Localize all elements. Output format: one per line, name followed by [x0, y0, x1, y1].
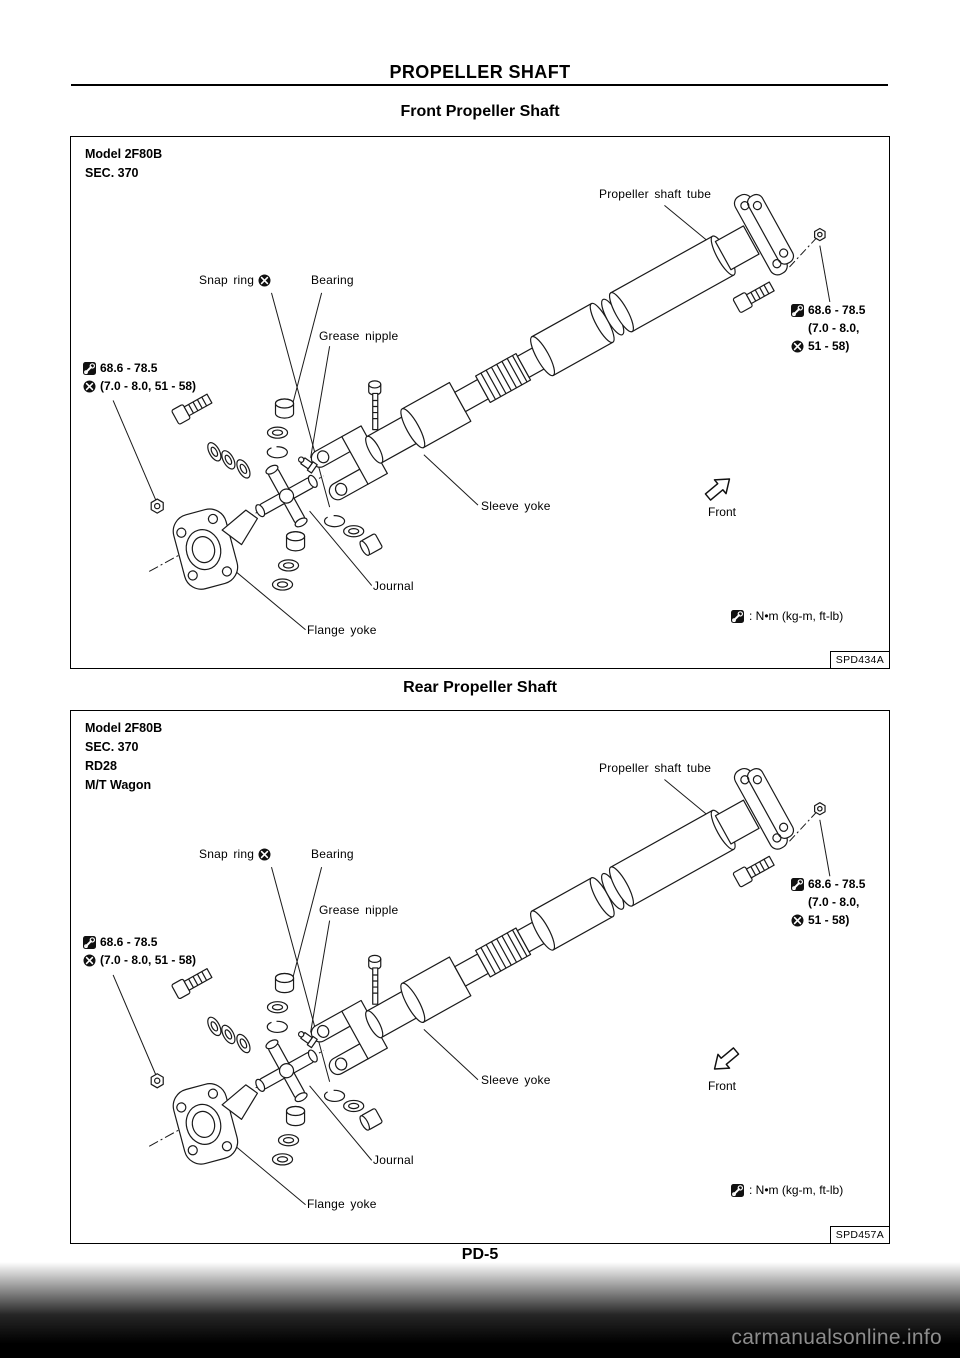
torque-row: 68.6 - 78.5	[83, 359, 196, 377]
torque-row: (7.0 - 8.0,	[791, 319, 865, 337]
non-reusable-icon	[83, 379, 96, 393]
model-line: Model 2F80B	[85, 721, 163, 735]
torque-spec-right: 68.6 - 78.5 (7.0 - 8.0, 51 - 58)	[791, 875, 865, 929]
torque-row: 68.6 - 78.5	[791, 875, 865, 893]
torque-spec-left: 68.6 - 78.5 (7.0 - 8.0, 51 - 58)	[83, 359, 196, 395]
torque-wrench-icon	[731, 609, 744, 623]
part-label-snap-ring: Snap ring	[199, 273, 272, 287]
torque-value: 68.6 - 78.5	[808, 877, 866, 891]
part-label-grease-nipple: Grease nipple	[319, 903, 399, 917]
model-line: RD28	[85, 759, 117, 773]
figure-code: SPD434A	[829, 651, 890, 669]
shaft-exploded-drawing	[112, 186, 831, 631]
torque-value: (7.0 - 8.0,	[808, 321, 860, 335]
non-reusable-icon	[83, 953, 96, 967]
front-arrow-icon	[713, 1047, 740, 1070]
part-label-text: Snap ring	[199, 273, 255, 287]
part-label-grease-nipple: Grease nipple	[319, 329, 399, 343]
torque-wrench-icon	[83, 361, 96, 375]
part-label-propeller-shaft-tube: Propeller shaft tube	[599, 187, 712, 201]
figure-title-rear: Rear Propeller Shaft	[403, 679, 557, 696]
non-reusable-icon	[258, 847, 272, 861]
part-label-journal: Journal	[373, 1153, 414, 1167]
part-label-flange-yoke: Flange yoke	[307, 1197, 377, 1211]
torque-row: 68.6 - 78.5	[791, 301, 865, 319]
part-label-propeller-shaft-tube: Propeller shaft tube	[599, 761, 712, 775]
model-line: SEC. 370	[85, 166, 139, 180]
front-label: Front	[707, 505, 736, 519]
model-info: Model 2F80B SEC. 370 RD28 M/T Wagon	[85, 719, 162, 795]
part-label-bearing: Bearing	[311, 847, 354, 861]
model-line: Model 2F80B	[85, 147, 163, 161]
torque-value: 68.6 - 78.5	[808, 303, 866, 317]
torque-row: 51 - 58)	[791, 911, 865, 929]
torque-value: 68.6 - 78.5	[100, 361, 158, 375]
figure-code: SPD457A	[829, 1226, 890, 1244]
page-title: PROPELLER SHAFT	[389, 62, 571, 83]
part-label-flange-yoke: Flange yoke	[307, 623, 377, 637]
front-label: Front	[707, 1079, 736, 1093]
torque-row: 51 - 58)	[791, 337, 865, 355]
model-line: M/T Wagon	[85, 778, 152, 792]
part-label-journal: Journal	[373, 579, 414, 593]
part-label-snap-ring: Snap ring	[199, 847, 272, 861]
front-arrow-icon	[704, 478, 731, 501]
torque-value: 68.6 - 78.5	[100, 935, 158, 949]
part-label-sleeve-yoke: Sleeve yoke	[481, 1073, 551, 1087]
torque-value: 51 - 58)	[808, 913, 850, 927]
shaft-exploded-drawing	[112, 760, 831, 1206]
figure-title-front: Front Propeller Shaft	[400, 103, 560, 120]
part-label-text: Snap ring	[199, 847, 255, 861]
torque-row: (7.0 - 8.0,	[791, 893, 865, 911]
torque-wrench-icon	[83, 935, 96, 949]
torque-legend: : N•m (kg-m, ft-lb)	[731, 609, 843, 623]
part-label-bearing: Bearing	[311, 273, 354, 287]
page-number: PD-5	[461, 1246, 499, 1263]
torque-wrench-icon	[791, 303, 804, 317]
torque-spec-left: 68.6 - 78.5 (7.0 - 8.0, 51 - 58)	[83, 933, 196, 969]
header-rule	[71, 84, 888, 86]
watermark-text: carmanualsonline.info	[731, 1326, 942, 1349]
torque-wrench-icon	[791, 877, 804, 891]
figure-frame-rear: Model 2F80B SEC. 370 RD28 M/T Wagon Prop…	[70, 710, 890, 1244]
torque-value: 51 - 58)	[808, 339, 850, 353]
torque-value: (7.0 - 8.0, 51 - 58)	[100, 379, 197, 393]
torque-value: (7.0 - 8.0,	[808, 895, 860, 909]
torque-wrench-icon	[731, 1183, 744, 1197]
non-reusable-icon	[791, 339, 804, 353]
model-info: Model 2F80B SEC. 370	[85, 145, 162, 183]
non-reusable-icon	[791, 913, 804, 927]
torque-legend-text: : N•m (kg-m, ft-lb)	[749, 1183, 844, 1197]
torque-legend-text: : N•m (kg-m, ft-lb)	[749, 609, 844, 623]
torque-row: 68.6 - 78.5	[83, 933, 196, 951]
torque-spec-right: 68.6 - 78.5 (7.0 - 8.0, 51 - 58)	[791, 301, 865, 355]
non-reusable-icon	[258, 273, 272, 287]
torque-row: (7.0 - 8.0, 51 - 58)	[83, 951, 196, 969]
torque-value: (7.0 - 8.0, 51 - 58)	[100, 953, 197, 967]
part-label-sleeve-yoke: Sleeve yoke	[481, 499, 551, 513]
figure-frame-front: Model 2F80B SEC. 370 Propeller shaft tub…	[70, 136, 890, 669]
watermark-band: carmanualsonline.info	[0, 1262, 960, 1358]
torque-legend: : N•m (kg-m, ft-lb)	[731, 1183, 843, 1197]
model-line: SEC. 370	[85, 740, 139, 754]
torque-row: (7.0 - 8.0, 51 - 58)	[83, 377, 196, 395]
